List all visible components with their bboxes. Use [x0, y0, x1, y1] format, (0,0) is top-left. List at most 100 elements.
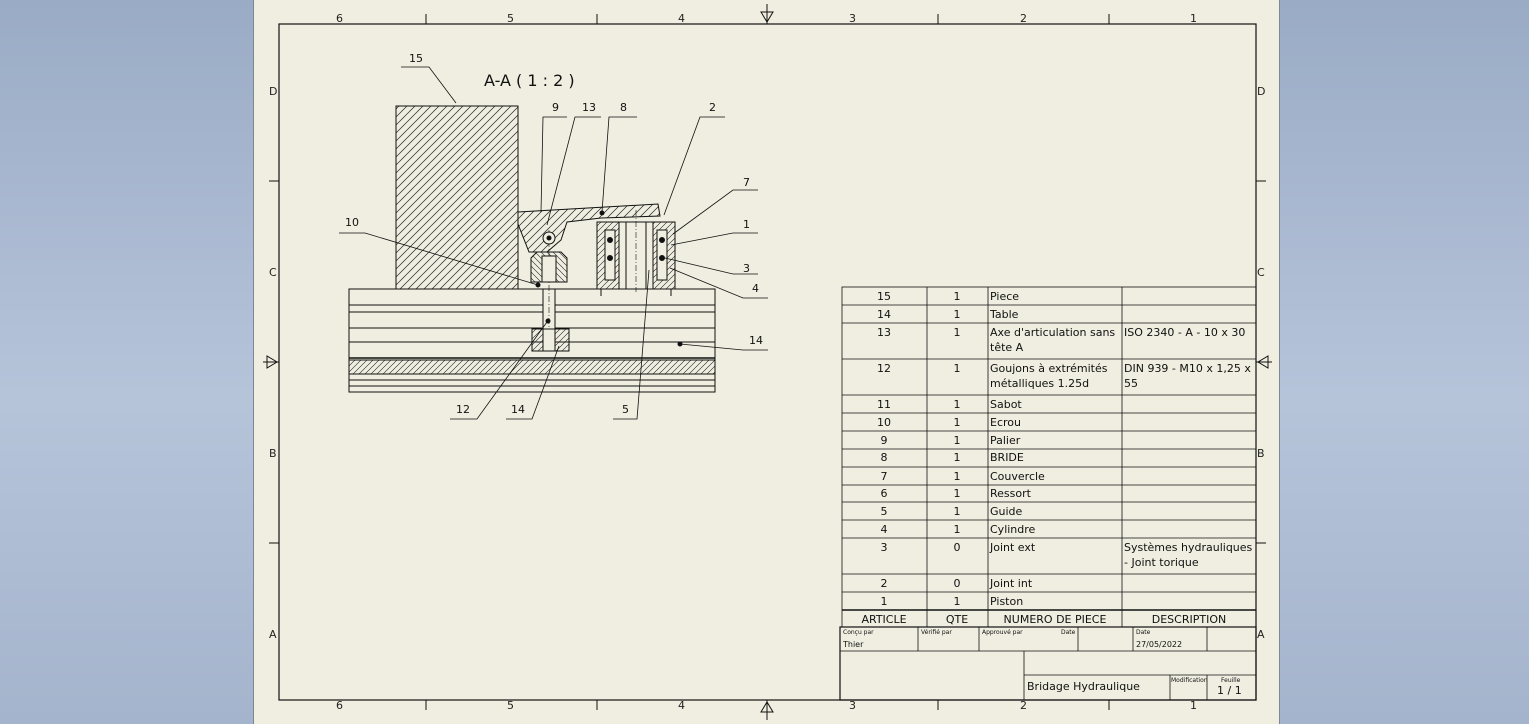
balloon-4: 4	[752, 282, 759, 295]
bom-description: DIN 939 - M10 x 1,25 x	[1124, 362, 1251, 375]
bom-article: 2	[881, 577, 888, 590]
balloon-9: 9	[552, 101, 559, 114]
bom-qte: 1	[954, 308, 961, 321]
zone-labels: 6 5 4 3 2 1 6 5 4 3 2 1 D C B A D C B A	[269, 12, 1265, 712]
bom-qte: 1	[954, 398, 961, 411]
section-view[interactable]	[348, 105, 716, 393]
bom-article: 13	[877, 326, 891, 339]
sheet-number: 1 / 1	[1217, 684, 1242, 697]
bom-article: 11	[877, 398, 891, 411]
balloon-14-right: 14	[749, 334, 763, 347]
bom-description: ISO 2340 - A - 10 x 30	[1124, 326, 1245, 339]
zone-top-5: 5	[507, 12, 514, 25]
balloon-5: 5	[622, 403, 629, 416]
bom-description: Systèmes hydrauliques	[1124, 541, 1253, 554]
bom-article: 7	[881, 470, 888, 483]
bom-article: 14	[877, 308, 891, 321]
bom-qte: 1	[954, 451, 961, 464]
date-label-2: Date	[1136, 629, 1151, 636]
bom-article: 3	[881, 541, 888, 554]
zone-right-C: C	[1257, 266, 1265, 279]
bom-description-line2: 55	[1124, 377, 1138, 390]
bom-rows: 15 1 Piece 14 1 Table 13 1 Axe d'articul…	[861, 290, 1252, 626]
bom-qte: 1	[954, 523, 961, 536]
bom-article: 6	[881, 487, 888, 500]
bom-article: 12	[877, 362, 891, 375]
bom-article: 4	[881, 523, 888, 536]
balloon-13: 13	[582, 101, 596, 114]
zone-bottom-1: 1	[1190, 699, 1197, 712]
zone-bottom-5: 5	[507, 699, 514, 712]
bom-qte: 1	[954, 470, 961, 483]
bom-name-line2: tête A	[990, 341, 1024, 354]
bom-qte: 1	[954, 416, 961, 429]
balloon-labels: 15 9 13 8 2 7 1 10 3 4 14 12 14 5	[345, 52, 763, 416]
bom-article: 9	[881, 434, 888, 447]
date-label-1: Date	[1061, 629, 1076, 636]
bom-name: Joint ext	[989, 541, 1036, 554]
bom-header-qte: QTE	[946, 613, 968, 626]
zone-left-C: C	[269, 266, 277, 279]
bom-article: 10	[877, 416, 891, 429]
bom-name: Guide	[990, 505, 1023, 518]
bom-name-line2: métalliques 1.25d	[990, 377, 1089, 390]
drawing-sheet: 6 5 4 3 2 1 6 5 4 3 2 1 D C B A D C B A …	[253, 0, 1280, 724]
zone-left-B: B	[269, 447, 277, 460]
sheet-label: Feuille	[1221, 677, 1241, 684]
drawing-title: Bridage Hydraulique	[1027, 680, 1140, 693]
view-title[interactable]: A-A ( 1 : 2 )	[484, 71, 575, 90]
approved-by-label: Approuvé par	[982, 629, 1023, 636]
bom-qte: 0	[954, 577, 961, 590]
bom-name: Axe d'articulation sans	[990, 326, 1115, 339]
balloon-2: 2	[709, 101, 716, 114]
date-value: 27/05/2022	[1136, 640, 1182, 649]
balloon-10: 10	[345, 216, 359, 229]
bom-name: Couvercle	[990, 470, 1045, 483]
bom-qte: 1	[954, 487, 961, 500]
zone-bottom-2: 2	[1020, 699, 1027, 712]
bom-name: Table	[989, 308, 1019, 321]
checked-by-label: Vérifié par	[921, 629, 952, 636]
zone-top-4: 4	[678, 12, 685, 25]
bom-name: Goujons à extrémités	[990, 362, 1108, 375]
zone-top-2: 2	[1020, 12, 1027, 25]
zone-top-3: 3	[849, 12, 856, 25]
balloon-3: 3	[743, 262, 750, 275]
zone-right-D: D	[1257, 85, 1265, 98]
balloon-15: 15	[409, 52, 423, 65]
zone-left-A: A	[269, 628, 277, 641]
bom-article: 15	[877, 290, 891, 303]
bom-qte: 1	[954, 595, 961, 608]
title-block	[839, 626, 1257, 701]
bom-name: Cylindre	[990, 523, 1036, 536]
bom-table	[841, 286, 1257, 628]
zone-bottom-3: 3	[849, 699, 856, 712]
bom-description-line2: - Joint torique	[1124, 556, 1199, 569]
leader-lines	[339, 66, 768, 420]
zone-left-D: D	[269, 85, 277, 98]
bom-name: Ecrou	[990, 416, 1021, 429]
bom-name: BRIDE	[990, 451, 1024, 464]
bom-qte: 1	[954, 434, 961, 447]
bom-qte: 1	[954, 362, 961, 375]
zone-bottom-6: 6	[336, 699, 343, 712]
bom-qte: 1	[954, 290, 961, 303]
modification-label: Modification	[1171, 677, 1208, 684]
bom-article: 8	[881, 451, 888, 464]
bom-name: Ressort	[990, 487, 1032, 500]
bom-qte: 0	[954, 541, 961, 554]
bom-header-part-number: NUMERO DE PIECE	[1004, 613, 1107, 626]
zone-right-B: B	[1257, 447, 1265, 460]
zone-top-1: 1	[1190, 12, 1197, 25]
balloon-7: 7	[743, 176, 750, 189]
bom-article: 1	[881, 595, 888, 608]
zone-top-6: 6	[336, 12, 343, 25]
bom-article: 5	[881, 505, 888, 518]
balloon-8: 8	[620, 101, 627, 114]
zone-right-A: A	[1257, 628, 1265, 641]
balloon-1: 1	[743, 218, 750, 231]
designed-by-label: Conçu par	[843, 629, 874, 636]
designed-by-value: Thier	[842, 640, 864, 649]
bom-header-description: DESCRIPTION	[1152, 613, 1226, 626]
balloon-14-bottom: 14	[511, 403, 525, 416]
